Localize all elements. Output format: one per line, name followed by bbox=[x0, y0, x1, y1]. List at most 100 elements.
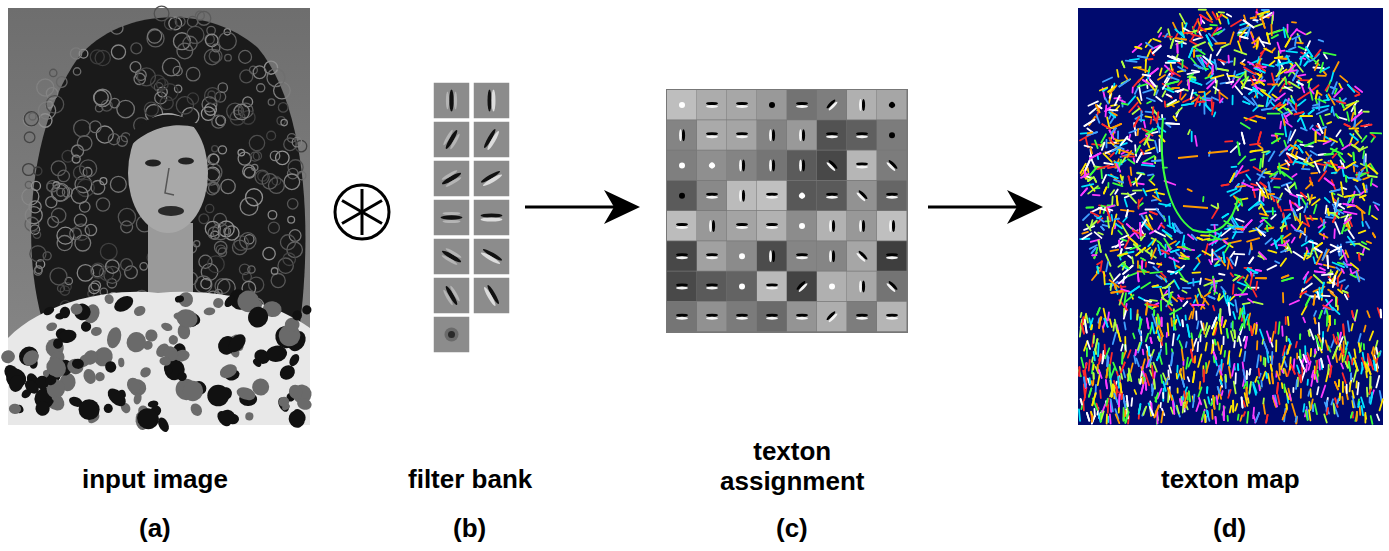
texton-stroke bbox=[1268, 374, 1270, 384]
art-part bbox=[676, 256, 688, 259]
art-part bbox=[682, 129, 685, 141]
texton-mark bbox=[856, 132, 868, 138]
art-part bbox=[829, 220, 832, 232]
texton-stroke bbox=[1352, 145, 1360, 150]
art-part bbox=[706, 287, 718, 290]
texton-stroke bbox=[1344, 195, 1353, 196]
texton-stroke bbox=[1285, 317, 1287, 324]
filter-dot bbox=[445, 328, 459, 342]
texton-stroke bbox=[1368, 166, 1377, 174]
leopard-spot bbox=[104, 404, 113, 413]
texton-stroke bbox=[1122, 62, 1124, 68]
texton-stroke bbox=[1368, 354, 1370, 365]
texton-stroke bbox=[1286, 337, 1288, 341]
texton-stroke bbox=[1219, 274, 1224, 275]
texton-stroke bbox=[1272, 332, 1274, 342]
leopard-spot bbox=[160, 321, 174, 332]
hair-curl bbox=[239, 50, 252, 63]
texton-cell bbox=[757, 272, 787, 302]
art-part bbox=[856, 135, 868, 138]
texton-mark bbox=[889, 132, 895, 138]
texton-stroke bbox=[1344, 124, 1349, 127]
hair-curl bbox=[46, 197, 57, 208]
art-part bbox=[736, 223, 748, 226]
texton-stroke bbox=[1110, 353, 1112, 366]
texton-cell bbox=[727, 272, 757, 302]
leopard-spot bbox=[132, 392, 142, 405]
filter-kernel bbox=[441, 283, 462, 308]
texton-cell bbox=[697, 181, 727, 211]
hair-curl bbox=[281, 119, 287, 125]
texton-cell bbox=[877, 90, 907, 120]
texton-stroke bbox=[1201, 28, 1212, 30]
art-part bbox=[492, 90, 496, 112]
hair-curl bbox=[155, 92, 167, 104]
texton-stroke bbox=[1227, 329, 1228, 338]
texton-stroke bbox=[1333, 347, 1338, 359]
texton-stroke bbox=[1289, 339, 1291, 344]
texton-stroke bbox=[1267, 33, 1269, 43]
hair-curl bbox=[245, 235, 254, 244]
texton-mark bbox=[706, 283, 718, 289]
hair-curl bbox=[30, 246, 46, 262]
texton-stroke bbox=[1378, 308, 1381, 317]
texton-stroke bbox=[1320, 234, 1328, 238]
texton-cell bbox=[877, 241, 907, 271]
art-part bbox=[766, 223, 778, 226]
texton-stroke bbox=[1352, 311, 1353, 317]
hair-curl bbox=[271, 273, 285, 287]
texton-stroke bbox=[1268, 113, 1280, 115]
hair-curl bbox=[110, 98, 120, 108]
texton-stroke bbox=[1296, 217, 1301, 223]
texton-stroke bbox=[1180, 399, 1181, 405]
texton-stroke bbox=[1272, 208, 1274, 215]
filter-cell bbox=[473, 82, 510, 119]
texton-stroke bbox=[1307, 407, 1308, 419]
texton-cell bbox=[667, 302, 697, 332]
art-part bbox=[766, 314, 778, 317]
texton-stroke bbox=[1269, 84, 1276, 94]
texton-stroke bbox=[1369, 376, 1371, 389]
leopard-spot bbox=[90, 326, 102, 337]
hair-curl bbox=[23, 164, 35, 176]
texton-stroke bbox=[1290, 130, 1295, 140]
hair-curl bbox=[257, 84, 265, 92]
hair-curl bbox=[176, 97, 193, 114]
texton-stroke bbox=[1258, 132, 1261, 144]
texton-stroke bbox=[1255, 377, 1257, 382]
texton-stroke bbox=[1087, 132, 1097, 135]
texton-stroke bbox=[1256, 116, 1265, 118]
texton-cell bbox=[877, 302, 907, 332]
filter-kernel bbox=[483, 128, 501, 151]
art-part bbox=[739, 284, 745, 290]
hair-curl bbox=[154, 6, 169, 21]
art-part bbox=[706, 196, 718, 199]
texton-stroke bbox=[1122, 177, 1123, 185]
texton-stroke bbox=[1197, 238, 1203, 240]
texton-stroke bbox=[1112, 124, 1121, 128]
art-part bbox=[742, 160, 745, 172]
hair-curl bbox=[209, 182, 220, 193]
texton-stroke bbox=[1097, 308, 1100, 315]
leopard-spot bbox=[33, 399, 52, 418]
texton-stroke bbox=[1281, 226, 1286, 228]
leopard-spot bbox=[188, 401, 204, 418]
hair-curl bbox=[177, 43, 193, 59]
texton-stroke bbox=[1196, 401, 1199, 411]
texton-stroke bbox=[1217, 69, 1228, 71]
leopard-spot bbox=[265, 344, 288, 363]
texton-stroke bbox=[1315, 248, 1322, 252]
art-part bbox=[796, 314, 808, 317]
eye bbox=[178, 158, 194, 165]
art-part bbox=[862, 281, 865, 293]
hair-curl bbox=[157, 79, 168, 90]
texton-stroke bbox=[1192, 309, 1193, 319]
texton-stroke bbox=[1359, 231, 1366, 233]
texton-stroke bbox=[1165, 343, 1167, 354]
texton-stroke bbox=[1251, 17, 1256, 18]
texton-stroke bbox=[1337, 399, 1338, 404]
texton-stroke bbox=[1253, 302, 1262, 304]
art-part bbox=[706, 283, 718, 286]
art-part bbox=[796, 105, 808, 108]
texton-stroke bbox=[1205, 105, 1210, 111]
